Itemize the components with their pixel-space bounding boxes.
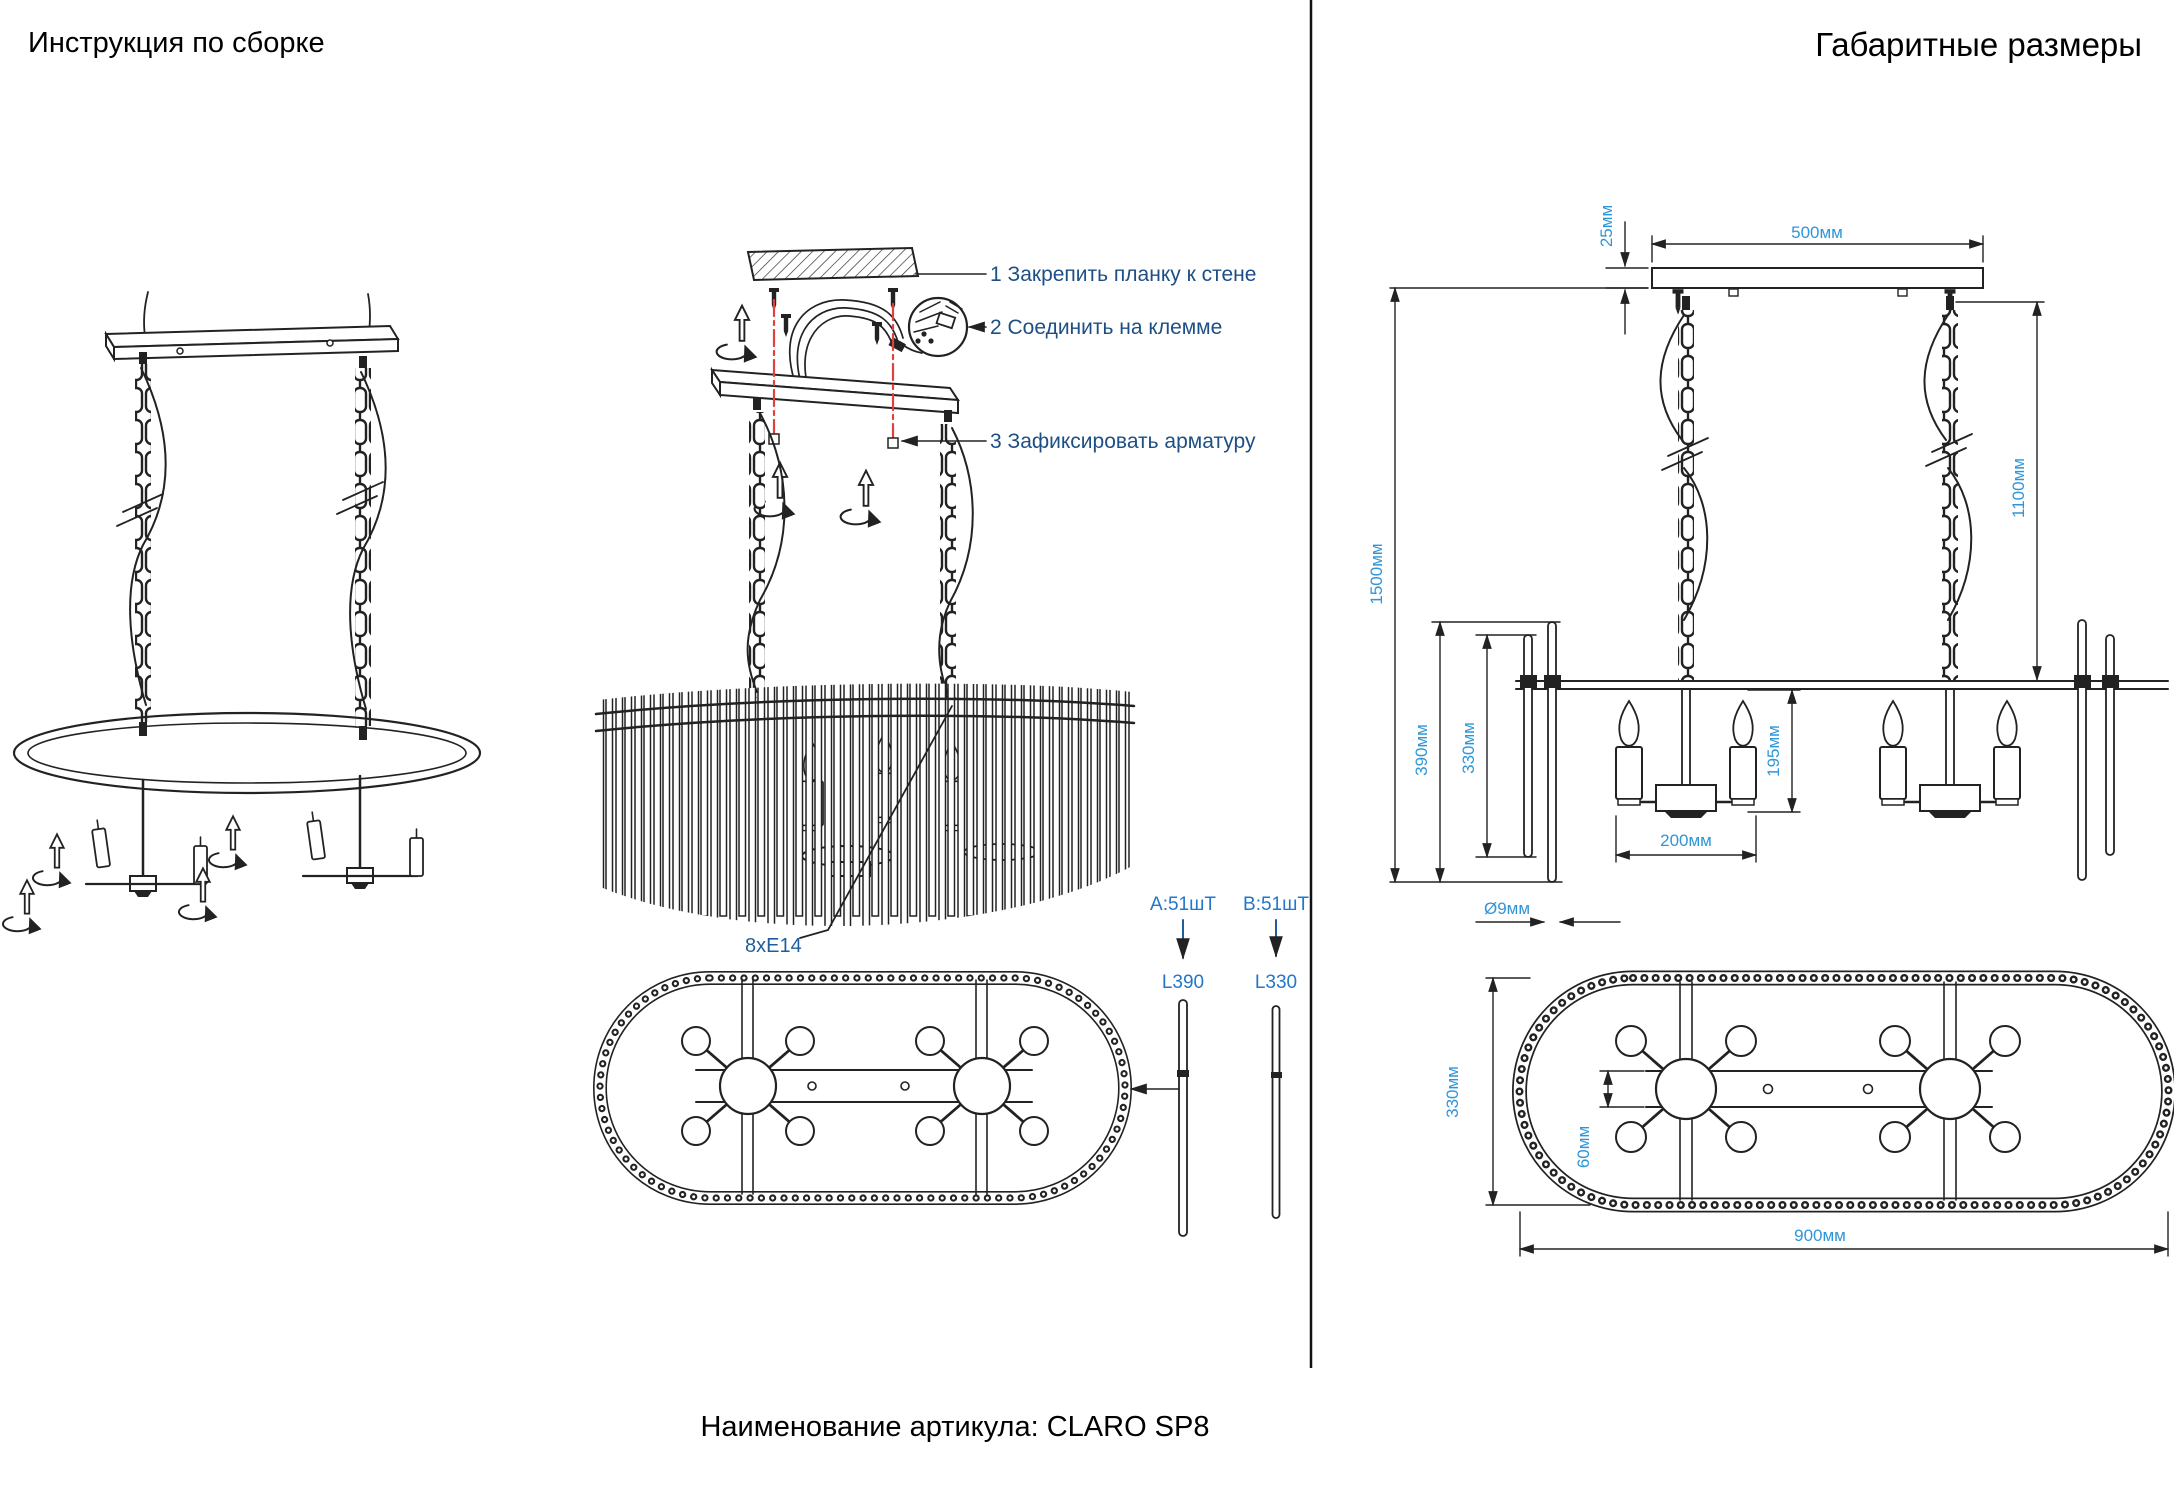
- oval-frame: [12, 711, 482, 795]
- dim-plate-thickness: 25мм: [1597, 205, 1616, 247]
- part-a-qty-label: A:51шТ: [1150, 894, 1216, 915]
- dim-bar-width: 60мм: [1574, 1126, 1593, 1168]
- dim-candle-height: 195мм: [1764, 725, 1783, 777]
- mounting-plate: [1651, 267, 1984, 289]
- candle-cluster: [1616, 689, 1756, 818]
- candle-loose: [89, 818, 112, 869]
- candle-loose: [304, 810, 327, 861]
- part-a-length-label: L390: [1162, 972, 1204, 993]
- rotate-insert-icon: [3, 880, 34, 931]
- candle-cluster: [1880, 689, 2020, 818]
- lamp-socket-label: 8xE14: [745, 935, 802, 957]
- rotate-insert-icon: [33, 834, 64, 885]
- assembled-overview-drawing: [3, 291, 482, 931]
- step-3-label: 3 Зафиксировать арматуру: [990, 430, 1256, 453]
- part-b-rod: [1269, 919, 1283, 1219]
- dim-chain-length: 1100мм: [2009, 458, 2028, 518]
- page-title-left: Инструкция по сборке: [28, 27, 325, 59]
- terminal-detail-circle: [907, 296, 969, 358]
- ceiling-plate: [746, 246, 920, 282]
- step-1-label: 1 Закрепить планку к стене: [990, 263, 1256, 286]
- dim-rod-diameter: Ø9мм: [1484, 899, 1530, 918]
- screw-icon: [781, 314, 791, 337]
- dim-overall-height: 1500мм: [1367, 543, 1386, 604]
- dim-plate-width: 500мм: [1791, 223, 1843, 242]
- crystal-rod-drum: [598, 683, 1132, 927]
- rotate-insert-icon: [209, 816, 240, 867]
- part-b-qty-label: B:51шТ: [1243, 894, 1309, 915]
- footer-article-name: Наименование артикула: CLARO SP8: [700, 1411, 1209, 1443]
- chain-left: [135, 364, 151, 722]
- dimension-side-view: [1389, 221, 2169, 927]
- rotate-insert-icon: [841, 471, 873, 525]
- assembly-steps-drawing: [593, 246, 1283, 1237]
- plan-view-middle: [593, 971, 1181, 1205]
- chain-right: [355, 368, 371, 726]
- lamp-leader-line: [799, 705, 953, 939]
- dim-rod-b-length: 330мм: [1459, 722, 1478, 774]
- dim-rod-a-length: 390мм: [1412, 724, 1431, 776]
- part-a-rod: [1176, 919, 1190, 1237]
- candle-installed: [409, 828, 424, 877]
- dim-frame-depth: 330мм: [1443, 1066, 1462, 1118]
- dim-cluster-width: 200мм: [1660, 831, 1712, 850]
- rotate-insert-icon: [717, 306, 749, 360]
- dim-frame-width: 900мм: [1794, 1226, 1846, 1245]
- step-2-label: 2 Соединить на клемме: [990, 316, 1222, 339]
- page-title-right: Габаритные размеры: [1815, 26, 2142, 63]
- part-b-length-label: L330: [1255, 972, 1297, 993]
- dimension-plan-view: [1485, 970, 2174, 1257]
